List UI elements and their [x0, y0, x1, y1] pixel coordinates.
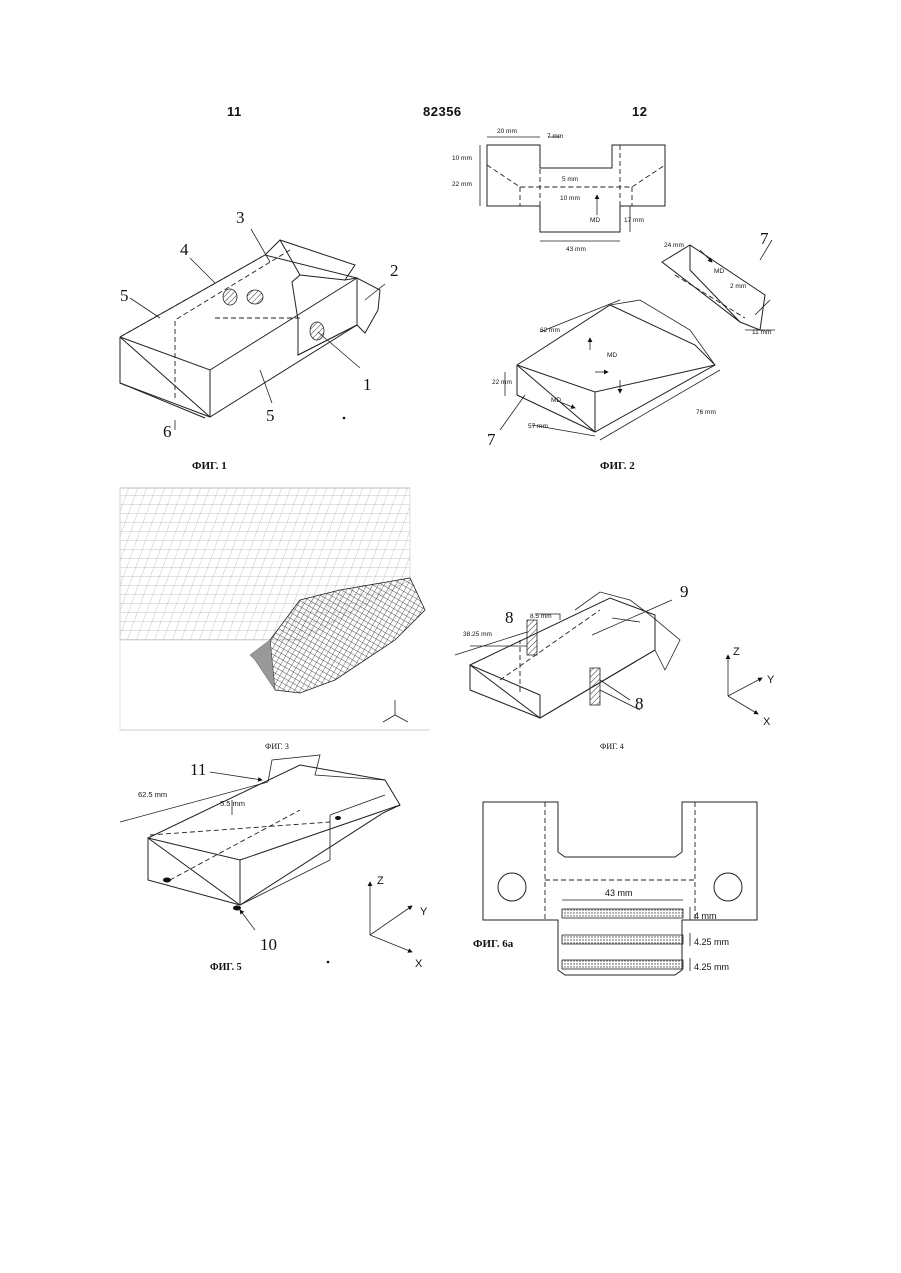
- fig3-caption: ФИГ. 3: [265, 742, 289, 751]
- fig5-label-11: 11: [190, 760, 206, 779]
- fig5-dim-62-5: 62.5 mm: [138, 790, 167, 799]
- fig6a-dim-4-25a: 4.25 mm: [694, 937, 729, 947]
- fig5-axes-icon: Z Y X: [370, 875, 428, 970]
- fig2-label-7b: 7: [487, 430, 496, 449]
- fig5-axis-z: Z: [377, 875, 384, 887]
- fig1-label-1: 1: [363, 375, 372, 394]
- fig4-axis-y: Y: [767, 674, 775, 686]
- figure-1: 1 2 3 4 5 5 6: [120, 208, 399, 441]
- fig4-axes-icon: Z Y X: [728, 646, 775, 728]
- fig2-md-2: MD: [714, 268, 724, 275]
- fig2-md-4: MD: [551, 397, 561, 404]
- fig5-point-left: [163, 878, 171, 883]
- fig4-cut-left: [527, 620, 537, 655]
- fig5-axis-x: X: [415, 958, 423, 970]
- fig4-label-8a: 8: [505, 608, 514, 627]
- figure-6a: 43 mm 4 mm 4.25 mm 4.25 mm: [483, 802, 757, 975]
- fig2-dim-22: 22 mm: [452, 181, 472, 188]
- fig4-axis-x: X: [763, 716, 771, 728]
- fig6a-dim-4: 4 mm: [694, 911, 717, 921]
- fig4-dim-8-5: 8.5 mm: [530, 613, 552, 620]
- fig5-axis-y: Y: [420, 906, 428, 918]
- fig2-dim-17: 17 mm: [624, 217, 644, 224]
- fig2-dim-2: 2 mm: [730, 283, 746, 290]
- fig2-dim-20: 20 mm: [497, 128, 517, 135]
- fig5-point-10: [233, 906, 241, 911]
- hole-left-icon: [223, 289, 237, 305]
- fig2-dim-62: 62 mm: [540, 327, 560, 334]
- fig1-label-6: 6: [163, 422, 172, 441]
- fig2-dim-11: 11 mm: [752, 329, 771, 336]
- fig6a-layer-2: [562, 935, 683, 944]
- fig1-label-5a: 5: [120, 286, 129, 305]
- fig5-label-10: 10: [260, 935, 277, 954]
- hole-mid-icon: [247, 290, 263, 304]
- fig5-dim-5-5: 5.5 mm: [220, 799, 245, 808]
- fig6a-layer-1: [562, 909, 683, 918]
- fig2-dim-10b: 10 mm: [560, 195, 580, 202]
- fig6a-caption: ФИГ. 6а: [473, 938, 513, 950]
- fig2-md-1: MD: [590, 217, 600, 224]
- figure-5: 62.5 mm 5.5 mm 10 11 Z Y X: [120, 755, 428, 970]
- fig2-dim-43: 43 mm: [566, 246, 586, 253]
- figure-3: [120, 488, 430, 730]
- fig5-caption: ФИГ. 5: [210, 962, 242, 973]
- fig6a-hole-right-icon: [714, 873, 742, 901]
- fig6a-dim-43: 43 mm: [605, 888, 633, 898]
- fig4-label-9: 9: [680, 582, 689, 601]
- fig6a-layer-3: [562, 960, 683, 969]
- figure-4: 8.5 mm 38.25 mm 8 8 9 Z Y X: [455, 582, 775, 728]
- fig5-point-right: [335, 816, 341, 820]
- figure-2: 20 mm 7 mm 10 mm 22 mm 5 mm 10 mm 17 mm …: [452, 128, 775, 449]
- fig1-label-5b: 5: [266, 406, 275, 425]
- fig4-label-8b: 8: [635, 694, 644, 713]
- fig2-dim-5: 5 mm: [562, 176, 578, 183]
- fig1-caption: ФИГ. 1: [192, 460, 227, 472]
- hole-front-icon: [310, 322, 324, 340]
- fig2-dim-10: 10 mm: [452, 155, 472, 162]
- fig4-axis-z: Z: [733, 646, 740, 658]
- fig1-label-2: 2: [390, 261, 399, 280]
- fig1-label-3: 3: [236, 208, 245, 227]
- fig2-md-3: MD: [607, 352, 617, 359]
- fig4-caption: ФИГ. 4: [600, 742, 624, 751]
- fig1-label-4: 4: [180, 240, 189, 259]
- fig2-dim-76: 76 mm: [696, 409, 716, 416]
- fig4-dim-38-25: 38.25 mm: [463, 631, 492, 638]
- fig2-label-7a: 7: [760, 229, 769, 248]
- fig2-caption: ФИГ. 2: [600, 460, 635, 472]
- fig2-dim-22b: 22 mm: [492, 379, 512, 386]
- fig2-dim-24: 24 mm: [664, 242, 684, 249]
- fig2-dim-57: 57 mm: [528, 423, 548, 430]
- fig2-dim-7: 7 mm: [547, 133, 563, 140]
- fig6a-hole-left-icon: [498, 873, 526, 901]
- fig4-cut-right: [590, 668, 600, 705]
- fig6a-dim-4-25b: 4.25 mm: [694, 962, 729, 972]
